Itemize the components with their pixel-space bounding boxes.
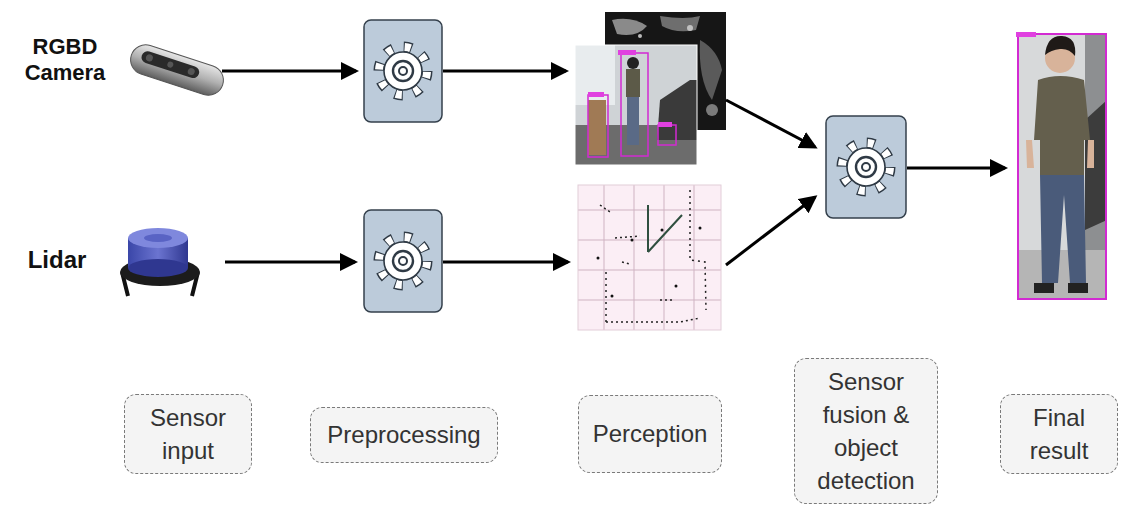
stage-text-group: Perception: [593, 417, 708, 450]
camera-image: [127, 41, 228, 99]
stage-box: Preprocessing: [310, 407, 498, 463]
lidar-image: [120, 228, 200, 296]
stage-label: Preprocessing: [327, 418, 480, 451]
lidar-map: [578, 185, 721, 330]
stage-text-group: Final result: [1009, 401, 1109, 467]
stage-text-group: Sensor fusion & object detection: [803, 365, 929, 497]
stage-label: Perception: [593, 417, 708, 450]
sensor-label: Lidar: [7, 246, 107, 275]
process-gear-box: [364, 20, 442, 122]
stage-box: Final result: [1000, 394, 1118, 474]
stage-label: Sensor input: [133, 401, 243, 467]
result-image: [1017, 33, 1107, 300]
stage-box: Sensor fusion & object detection: [794, 358, 938, 504]
stage-label: Final result: [1009, 401, 1109, 467]
flow-arrows: [222, 71, 1005, 265]
stage-box: Perception: [578, 395, 722, 473]
detection-image: [575, 45, 697, 165]
sensor-label: RGBD Camera: [15, 34, 115, 87]
stage-label: Sensor fusion & object detection: [803, 365, 929, 497]
stage-text-group: Sensor input: [133, 401, 243, 467]
process-gear-box: [364, 210, 442, 312]
fusion-gear-box: [826, 116, 906, 218]
stage-text-group: Preprocessing: [327, 418, 480, 451]
stage-box: Sensor input: [124, 394, 252, 474]
